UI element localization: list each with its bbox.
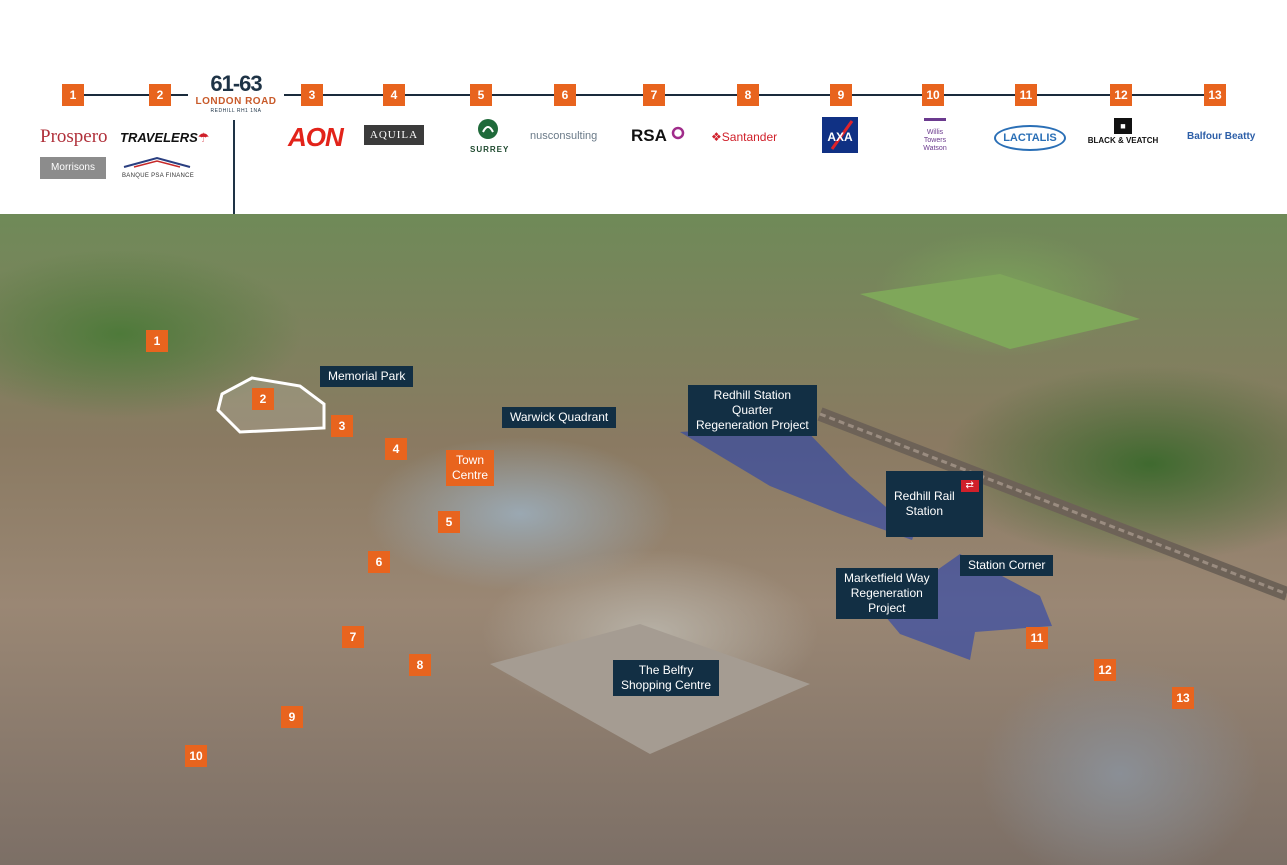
timeline-marker-4: 4 (383, 84, 405, 106)
map-marker-6: 6 (368, 551, 390, 573)
black-veatch-text: BLACK & VEATCH (1087, 136, 1159, 145)
timeline-marker-1: 1 (62, 84, 84, 106)
label-station-corner: Station Corner (960, 555, 1054, 576)
subject-pointer-line (233, 120, 235, 216)
santander-logo: ❖Santander (711, 130, 777, 144)
timeline-marker-5: 5 (470, 84, 492, 106)
timeline-marker-12: 12 (1110, 84, 1132, 106)
station-quarter-highlight (680, 424, 915, 540)
subject-number: 61-63 (210, 71, 262, 96)
map-marker-10: 10 (185, 745, 207, 767)
sports-pitch (860, 274, 1140, 349)
rsa-ring-icon (672, 126, 685, 140)
surrey-text: SURREY (470, 145, 510, 154)
umbrella-icon: ☂ (197, 130, 210, 145)
black-veatch-mark-icon: ■ (1114, 118, 1132, 134)
timeline-marker-3: 3 (301, 84, 323, 106)
rail-icon: ⇄ (960, 480, 979, 492)
willis-towers-watson-logo: Willis Towers Watson (918, 118, 952, 153)
axa-text: AXA (827, 130, 853, 144)
map-marker-13: 13 (1172, 687, 1194, 709)
flame-icon: ❖ (711, 130, 722, 144)
axa-slash-icon: AXA (827, 120, 854, 150)
travelers-logo-text: TRAVELERS (120, 130, 198, 145)
label-marketfield-way: Marketfield Way Regeneration Project (836, 568, 938, 619)
subject-property-logo: 61-63 LONDON ROAD REDHILL RH1 1NA (188, 72, 284, 114)
wtw-text: Willis Towers Watson (923, 129, 947, 152)
axa-logo: AXA (822, 117, 858, 153)
occupier-timeline: 1 2 3 4 5 6 7 8 9 10 11 12 13 61-63 LOND… (0, 0, 1287, 216)
rsa-text: RSA (631, 126, 667, 145)
wtw-mark-icon (924, 118, 946, 127)
timeline-marker-8: 8 (737, 84, 759, 106)
map-marker-9: 9 (281, 706, 303, 728)
label-town-centre: Town Centre (446, 450, 495, 486)
railway-tracks-inner (819, 412, 1287, 596)
banque-psa-text: BANQUE PSA FINANCE (122, 173, 195, 179)
timeline-marker-7: 7 (643, 84, 665, 106)
timeline-marker-2: 2 (149, 84, 171, 106)
timeline-marker-10: 10 (922, 84, 944, 106)
map-marker-8: 8 (409, 654, 431, 676)
banque-psa-mark-icon (123, 156, 191, 168)
map-overlays (216, 274, 1287, 754)
map-marker-2: 2 (252, 388, 274, 410)
santander-text: Santander (721, 130, 778, 144)
black-veatch-logo: ■ BLACK & VEATCH (1085, 118, 1161, 145)
lactalis-logo: LACTALIS (994, 125, 1066, 151)
map-marker-3: 3 (331, 415, 353, 437)
surrey-crest-icon (478, 119, 498, 139)
nus-consulting-logo: nusconsulting (530, 130, 598, 142)
aquila-logo: AQUILA (364, 125, 424, 145)
map-marker-5: 5 (438, 511, 460, 533)
map-marker-12: 12 (1094, 659, 1116, 681)
aon-logo: AON (288, 122, 344, 152)
map-marker-4: 4 (385, 438, 407, 460)
map-marker-1: 1 (146, 330, 168, 352)
rsa-logo: RSA (631, 126, 685, 146)
subject-name: LONDON ROAD (195, 96, 277, 107)
label-warwick-quadrant: Warwick Quadrant (502, 407, 617, 428)
timeline-marker-6: 6 (554, 84, 576, 106)
travelers-logo: TRAVELERS☂ (120, 130, 209, 146)
label-memorial-park: Memorial Park (320, 366, 414, 387)
prospero-logo: Prospero (40, 126, 108, 147)
subject-location: REDHILL RH1 1NA (210, 108, 262, 114)
morrisons-logo: Morrisons (40, 157, 106, 179)
timeline-marker-11: 11 (1015, 84, 1037, 106)
label-redhill-rail-station: Redhill Rail Station ⇄ (886, 471, 983, 537)
banque-psa-logo: BANQUE PSA FINANCE (122, 155, 195, 179)
map-marker-11: 11 (1026, 627, 1048, 649)
timeline-marker-9: 9 (830, 84, 852, 106)
balfour-beatty-logo: Balfour Beatty (1187, 131, 1256, 142)
aerial-map: 1 2 3 4 5 6 7 8 9 10 11 12 13 Memorial P… (0, 214, 1287, 865)
surrey-logo: SURREY (470, 118, 510, 154)
timeline-marker-13: 13 (1204, 84, 1226, 106)
label-redhill-rail-station-text: Redhill Rail Station (894, 489, 955, 518)
label-redhill-station-quarter: Redhill Station Quarter Regeneration Pro… (688, 385, 817, 436)
label-belfry-shopping-centre: The Belfry Shopping Centre (613, 660, 720, 696)
map-marker-7: 7 (342, 626, 364, 648)
